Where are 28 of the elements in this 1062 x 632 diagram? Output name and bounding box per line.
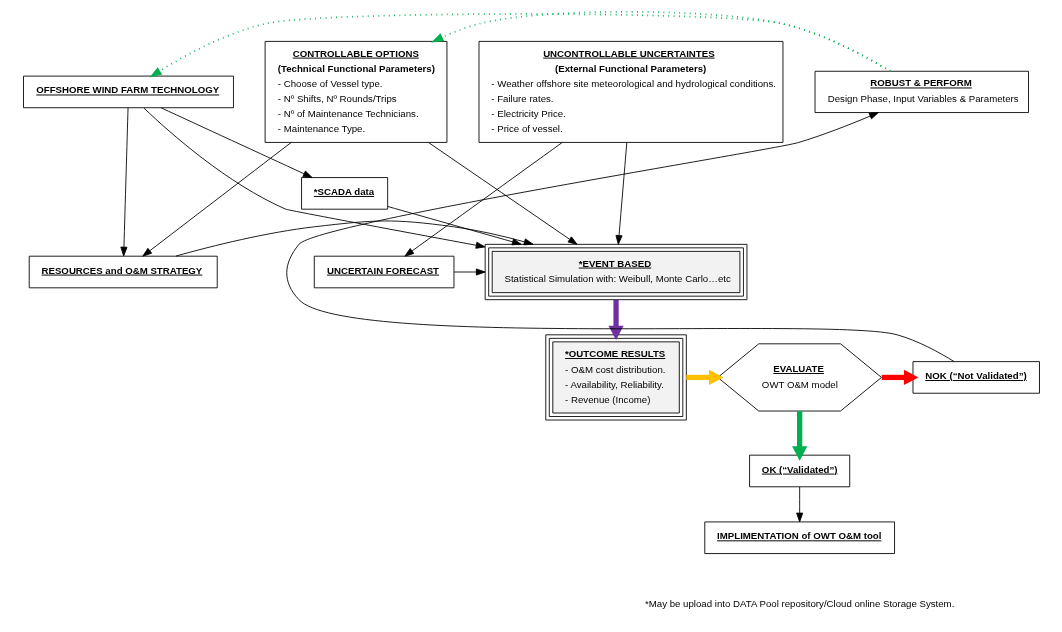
arrow	[386, 206, 522, 246]
arrow	[403, 142, 563, 257]
node-box: UNCONTROLLABLE UNCERTAINTES (External Functional Parameters) - Weather offshore site meteorological and hydrological conditions. - Failure rates. - Electricity Price. - Price of vessel.	[478, 40, 783, 143]
arrow	[430, 10, 891, 73]
arrow	[453, 268, 486, 276]
node-box: RESOURCES and O&M STRATEGY	[28, 255, 218, 289]
node-box: IMPLIMENTATION of OWT O&M tool	[703, 521, 895, 554]
arrow	[160, 107, 313, 178]
arrow	[685, 369, 723, 385]
arrow	[174, 220, 533, 257]
node-box: CONTROLLABLE OPTIONS (Technical Functional Parameters) - Choose of Vessel type. - Nº Shifts, Nº Rounds/Trips - Nº of Maintenance Technicians. - Maintenance Type.	[264, 40, 447, 143]
node-box: *SCADA data	[300, 177, 388, 210]
arrow	[143, 107, 485, 249]
arrow	[795, 486, 803, 523]
arrow	[141, 142, 292, 257]
arrow	[881, 369, 918, 385]
arrow	[615, 142, 627, 245]
arrow	[285, 112, 955, 362]
node-box: OFFSHORE WIND FARM TECHNOLOGY	[22, 75, 234, 109]
node-box: UNCERTAIN FORECAST	[313, 255, 454, 289]
arrow	[427, 142, 577, 245]
label: *May be upload into DATA Pool repository/Cloud online Storage System.	[644, 597, 954, 609]
arrow	[119, 107, 128, 257]
node-box: ROBUST & PERFORM Design Phase, Input Variables & Parameters	[814, 70, 1029, 113]
arrow	[607, 299, 624, 341]
arrow	[791, 411, 807, 461]
node-box: OK (“Validated”)	[748, 454, 850, 488]
node-box: NOK (“Not Validated”)	[912, 361, 1040, 394]
